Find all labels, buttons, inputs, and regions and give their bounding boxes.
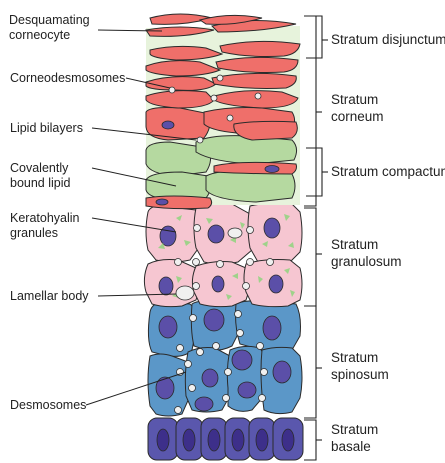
layer-brackets — [304, 16, 328, 460]
left-labels: Desquamating corneocyte Corneodesmosomes… — [9, 13, 125, 412]
label-desmosomes: Desmosomes — [10, 398, 86, 412]
label-stratum-basale: Stratum basale — [331, 422, 382, 454]
right-labels: Stratum disjunctum Stratum corneum Strat… — [331, 32, 445, 454]
label-stratum-corneum: Stratum corneum — [331, 92, 384, 124]
label-lipid-bilayers: Lipid bilayers — [10, 121, 83, 135]
label-keratohyalin-granules: Keratohyalin granules — [10, 211, 83, 240]
stratum-basale-layer — [148, 418, 303, 460]
label-stratum-compactum: Stratum compactum — [331, 164, 445, 179]
label-covalently-bound-lipid: Covalently bound lipid — [10, 161, 72, 190]
label-desquamating-corneocyte: Desquamating corneocyte — [9, 13, 93, 42]
stratum-spinosum-layer — [148, 301, 302, 416]
label-stratum-disjunctum: Stratum disjunctum — [331, 32, 445, 47]
stratum-granulosum-layer — [144, 203, 302, 306]
label-stratum-spinosum: Stratum spinosum — [331, 350, 389, 382]
label-stratum-granulosum: Stratum granulosum — [331, 237, 402, 269]
label-corneodesmosomes: Corneodesmosomes — [10, 71, 125, 85]
stratum-corneum-layer — [146, 14, 300, 209]
label-lamellar-body: Lamellar body — [10, 289, 89, 303]
